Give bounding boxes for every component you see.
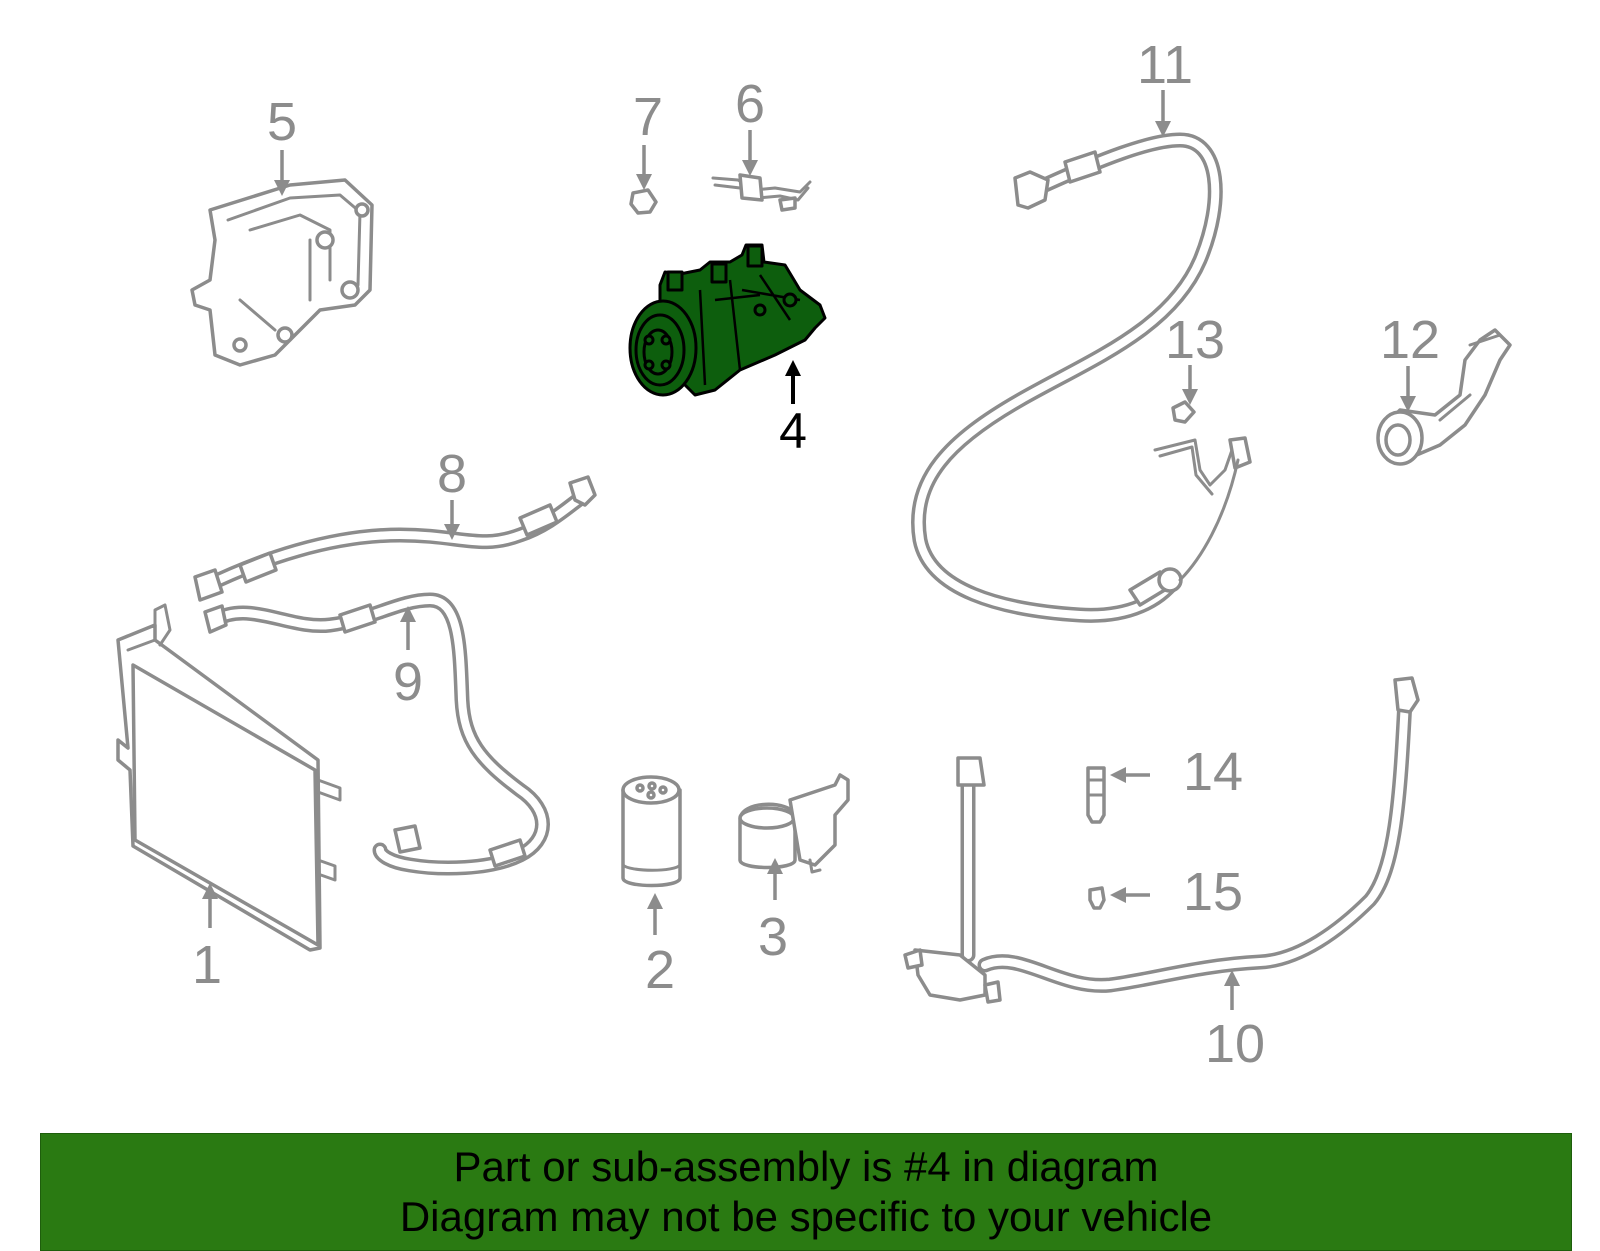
info-banner: Part or sub-assembly is #4 in diagram Di… — [40, 1133, 1572, 1251]
part-10-line[interactable] — [903, 676, 1420, 1004]
part-3-bracket[interactable] — [738, 773, 850, 874]
callout-3: 3 — [758, 907, 788, 967]
part-5-bracket[interactable] — [190, 178, 374, 367]
callout-13: 13 — [1165, 310, 1225, 370]
callout-8: 8 — [437, 444, 467, 504]
callout-5: 5 — [267, 92, 297, 152]
callout-10: 10 — [1205, 1014, 1265, 1074]
callout-11: 11 — [1137, 35, 1193, 95]
callout-15: 15 — [1183, 862, 1243, 922]
callout-12: 12 — [1380, 310, 1440, 370]
part-9-hose[interactable] — [203, 592, 550, 876]
part-4-compressor[interactable] — [628, 243, 827, 397]
part-12-valve[interactable] — [1376, 328, 1512, 466]
callout-7: 7 — [633, 87, 663, 147]
callout-4: 4 — [779, 403, 807, 459]
callout-9: 9 — [393, 652, 423, 712]
part-2-drier[interactable] — [621, 775, 682, 888]
callout-14: 14 — [1183, 742, 1243, 802]
part-15-valve-core[interactable] — [1088, 886, 1106, 910]
callout-1: 1 — [192, 935, 222, 995]
part-14-switch[interactable] — [1086, 766, 1106, 824]
part-13-sensor[interactable] — [1153, 400, 1252, 582]
part-7-fitting[interactable] — [629, 188, 658, 215]
banner-line-2: Diagram may not be specific to your vehi… — [399, 1193, 1213, 1240]
part-1-condenser[interactable] — [116, 603, 342, 952]
banner-line-1: Part or sub-assembly is #4 in diagram — [453, 1143, 1159, 1190]
callout-2: 2 — [645, 940, 675, 1000]
callout-6: 6 — [735, 74, 765, 134]
part-11-hose[interactable] — [911, 132, 1223, 623]
part-8-hose[interactable] — [193, 475, 597, 602]
part-6-harness[interactable] — [711, 173, 812, 212]
